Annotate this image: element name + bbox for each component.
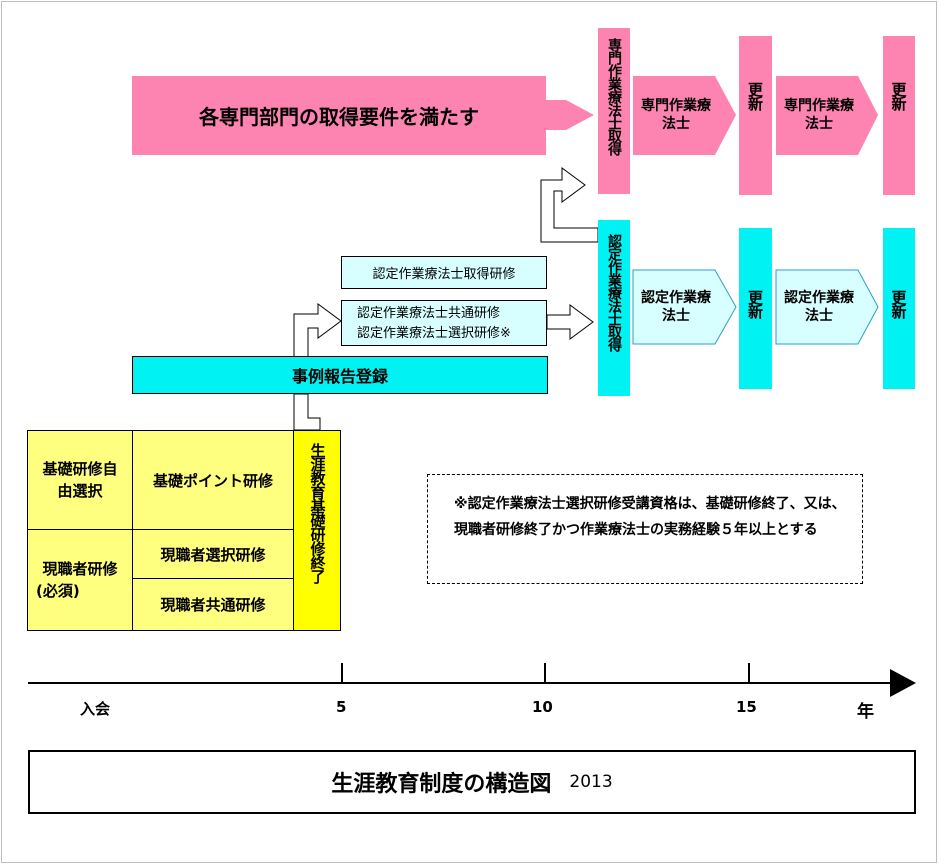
common-training-label: 認定作業療法士共通研修: [357, 306, 501, 321]
required-label: (必須): [36, 582, 80, 600]
renewal-box-certified-2: 更新: [883, 228, 915, 389]
axis-label-15: 15: [736, 698, 757, 716]
renewal-box-specialist-1: 更新: [739, 36, 772, 195]
certified-chevron-2: [775, 269, 879, 345]
certified-label-2: 認定作業療法士: [784, 289, 854, 324]
pink-banner-arrow: [132, 76, 594, 155]
current-elective-box: 現職者選択研修: [132, 529, 294, 579]
axis-label-year: 年: [857, 702, 874, 722]
elective-training-label: 認定作業療法士選択研修※: [357, 326, 511, 341]
specialist-label-1: 専門作業療法士: [641, 98, 711, 132]
axis-label-join: 入会: [80, 700, 111, 718]
current-common-box: 現職者共通研修: [132, 578, 294, 631]
specialist-label-2: 専門作業療法士: [784, 98, 854, 132]
renewal-box-certified-1: 更新: [739, 228, 772, 389]
acquisition-training-box: 認定作業療法士取得研修: [341, 256, 547, 289]
current-training-box: 現職者研修 (必須): [27, 529, 133, 631]
axis-label-5: 5: [336, 698, 347, 716]
requirements-banner: 各専門部門の取得要件を満たす: [199, 105, 479, 129]
case-report-bar: 事例報告登録: [132, 356, 548, 394]
yellow-to-case-connector: [293, 393, 321, 431]
diagram-title: 生涯教育制度の構造図: [331, 772, 552, 797]
basic-elective-box: 基礎研修自由選択: [27, 430, 133, 530]
axis-label-10: 10: [532, 698, 553, 716]
lifelong-basic-complete-box: 生涯教育基礎研修終了: [293, 430, 341, 631]
specialist-cert-box: 専門作業療法士取得: [598, 28, 630, 194]
renewal-box-specialist-2: 更新: [883, 36, 915, 195]
eligibility-note: ※認定作業療法士選択研修受講資格は、基礎研修終了、又は、現職者研修終了かつ作業療…: [427, 474, 863, 584]
current-training-label: 現職者研修: [42, 559, 118, 578]
certified-label-1: 認定作業療法士: [641, 289, 711, 324]
basic-point-box: 基礎ポイント研修: [132, 430, 294, 530]
title-box: 生涯教育制度の構造図 2013: [28, 750, 916, 814]
common-elective-training-box: 認定作業療法士共通研修 認定作業療法士選択研修※: [341, 300, 547, 346]
timeline-arrowhead: [890, 669, 916, 697]
specialist-chevron-2: [776, 76, 878, 155]
certified-cert-box: 認定作業療法士取得: [598, 220, 630, 396]
certified-chevron-1: [632, 269, 737, 345]
training-to-cert-arrow: [546, 304, 594, 340]
diagram-year: 2013: [569, 772, 613, 792]
specialist-chevron-1: [633, 76, 736, 155]
cert-to-specialist-arrow: [540, 167, 599, 243]
